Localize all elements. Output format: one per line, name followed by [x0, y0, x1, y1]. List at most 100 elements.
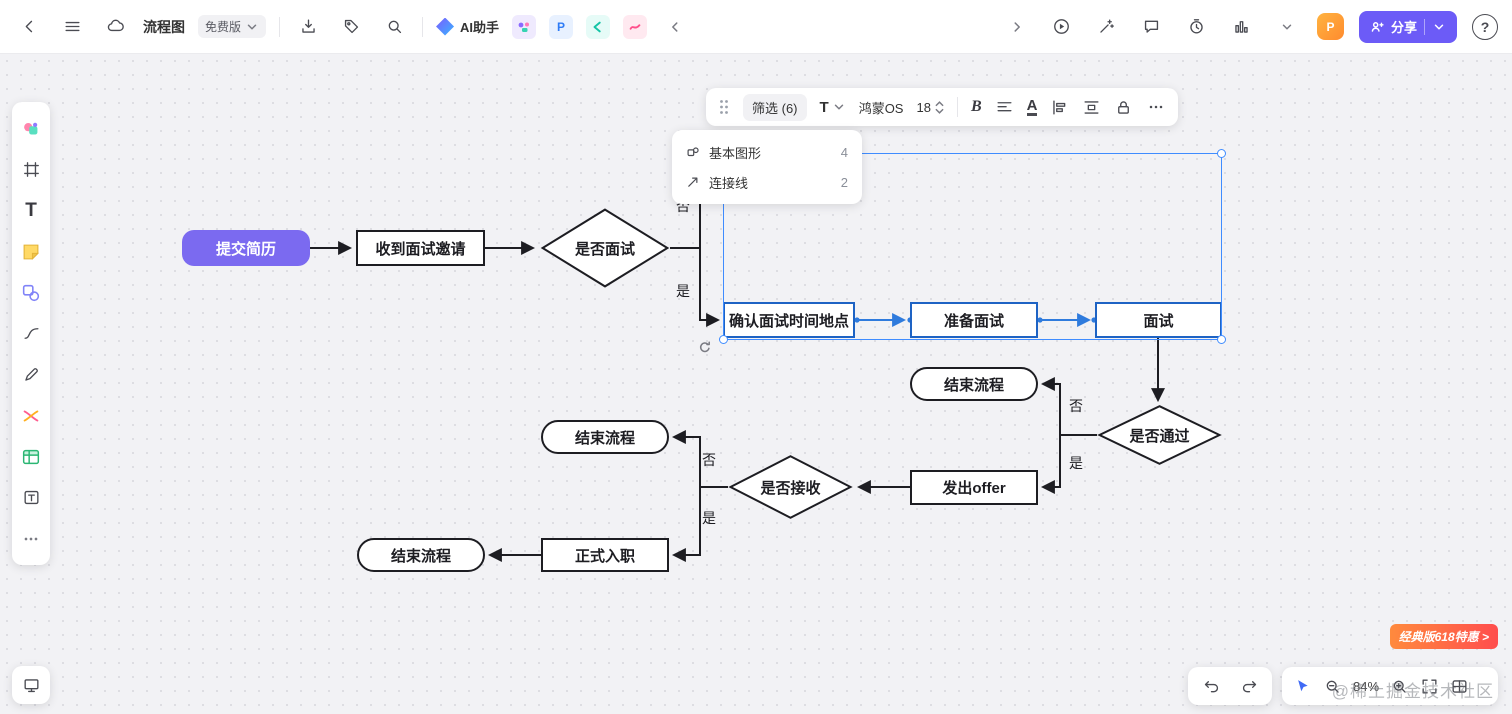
branch-label-yes[interactable]: 是 — [702, 510, 716, 526]
flow-node-invite[interactable]: 收到面试邀请 — [356, 230, 485, 266]
comments-button[interactable] — [1137, 12, 1167, 42]
history-button[interactable] — [1182, 12, 1212, 42]
topbar-right: P 分享 ? — [1002, 10, 1498, 43]
ai-assistant-button[interactable]: AI助手 — [436, 17, 499, 36]
divider — [1424, 18, 1425, 35]
minimap-button[interactable] — [1450, 677, 1469, 696]
node-label: 是否通过 — [1129, 427, 1190, 445]
connector-line-icon — [688, 177, 698, 187]
branch-label-yes[interactable]: 是 — [1069, 455, 1083, 471]
selection-handle-br[interactable] — [1217, 335, 1226, 344]
flow-node-confirm[interactable]: 确认面试时间地点 — [723, 302, 855, 338]
text-align-button[interactable] — [995, 98, 1014, 117]
selection-handle-bl[interactable] — [719, 335, 728, 344]
fit-screen-button[interactable] — [1420, 677, 1439, 696]
plugin-button-4[interactable] — [623, 14, 648, 39]
more-tools-button[interactable] — [1272, 12, 1302, 42]
textbox-tool[interactable] — [14, 477, 48, 518]
share-label: 分享 — [1390, 20, 1417, 35]
zoom-level[interactable]: 84% — [1353, 678, 1380, 694]
table-tool[interactable] — [14, 436, 48, 477]
back-button[interactable] — [14, 12, 44, 42]
filter-option-shapes[interactable]: 基本图形 4 — [678, 137, 856, 167]
more-options-button[interactable] — [1146, 97, 1166, 117]
flow-node-decide-pass[interactable]: 是否通过 — [1097, 405, 1222, 465]
branch-label-no[interactable]: 否 — [1069, 398, 1083, 414]
filter-option-connectors[interactable]: 连接线 2 — [678, 167, 856, 197]
assets-tool[interactable] — [14, 108, 48, 149]
doc-title[interactable]: 流程图 — [143, 18, 185, 35]
stepper-arrows[interactable] — [935, 100, 944, 114]
drag-handle-icon[interactable] — [718, 98, 730, 116]
text-style-dropdown[interactable]: T — [820, 99, 846, 116]
pen-icon — [24, 368, 38, 381]
plugin-button-1[interactable] — [512, 14, 537, 39]
menu-button[interactable] — [57, 12, 87, 42]
frame-tool[interactable] — [14, 149, 48, 190]
flow-node-interview[interactable]: 面试 — [1095, 302, 1222, 338]
flow-node-end-mid[interactable]: 结束流程 — [541, 420, 669, 454]
laser-pointer-icon[interactable] — [1293, 677, 1312, 696]
promo-618-badge[interactable]: 经典版618特惠 > — [1389, 624, 1498, 649]
avatar-initials: P — [1326, 19, 1335, 34]
rotate-handle[interactable] — [698, 340, 712, 359]
flow-node-decide-interview[interactable]: 是否面试 — [540, 208, 670, 288]
shapes-tool[interactable] — [14, 272, 48, 313]
text-tool[interactable]: T — [14, 190, 48, 231]
selection-context-toolbar: 筛选 (6) T 鸿蒙OS 18 B A — [706, 88, 1179, 126]
selection-handle-tr[interactable] — [1217, 149, 1226, 158]
zoom-in-button[interactable] — [1390, 677, 1409, 696]
chevron-down-icon — [1282, 24, 1292, 29]
font-family-select[interactable]: 鸿蒙OS — [858, 100, 904, 116]
branch-label-no[interactable]: 否 — [702, 452, 716, 468]
edge-pass-yes-offer[interactable] — [1040, 435, 1061, 494]
search-button[interactable] — [379, 12, 409, 42]
user-avatar[interactable]: P — [1316, 13, 1344, 40]
flow-node-decide-accept[interactable]: 是否接收 — [728, 455, 853, 519]
collapse-left-button[interactable] — [660, 12, 690, 42]
flow-node-prepare[interactable]: 准备面试 — [910, 302, 1038, 338]
sticky-note-tool[interactable] — [14, 231, 48, 272]
chevron-down-icon — [1434, 24, 1444, 29]
redo-button[interactable] — [1234, 671, 1264, 701]
beautify-button[interactable] — [1092, 12, 1122, 42]
ai-assistant-label: AI助手 — [460, 20, 500, 35]
plugin-button-2[interactable]: P — [549, 14, 574, 39]
help-button[interactable]: ? — [1472, 13, 1498, 40]
flow-node-submit[interactable]: 提交简历 — [182, 230, 310, 266]
overview-button[interactable] — [12, 666, 50, 704]
plugin-button-3[interactable] — [586, 14, 611, 39]
edge-accept-no-end[interactable] — [671, 430, 701, 487]
bold-button[interactable]: B — [970, 98, 982, 115]
flow-node-offer[interactable]: 发出offer — [910, 470, 1038, 505]
import-button[interactable] — [293, 12, 323, 42]
align-objects-button[interactable] — [1050, 98, 1069, 117]
stats-button[interactable] — [1227, 12, 1257, 42]
more-tools[interactable] — [14, 518, 48, 559]
cloud-sync-button[interactable] — [100, 12, 130, 42]
edge-accept-yes-onboard[interactable] — [671, 487, 701, 562]
expand-right-button[interactable] — [1002, 12, 1032, 42]
pen-tool[interactable] — [14, 354, 48, 395]
mindmap-tool[interactable] — [14, 395, 48, 436]
undo-button[interactable] — [1196, 671, 1226, 701]
lock-button[interactable] — [1114, 98, 1133, 117]
flow-node-end-bottom[interactable]: 结束流程 — [357, 538, 485, 572]
plan-badge[interactable]: 免费版 — [198, 15, 267, 38]
zoom-out-button[interactable] — [1323, 677, 1342, 696]
flow-node-onboard[interactable]: 正式入职 — [541, 538, 669, 572]
font-color-button[interactable]: A — [1026, 97, 1038, 116]
distribute-button[interactable] — [1082, 98, 1101, 117]
branch-label-yes[interactable]: 是 — [676, 283, 690, 299]
present-button[interactable] — [1047, 12, 1077, 42]
divider — [956, 97, 958, 117]
filter-selection-button[interactable]: 筛选 (6) — [743, 93, 807, 121]
edge-decide-yes-confirm[interactable] — [699, 248, 721, 327]
redo-icon — [1242, 680, 1256, 692]
tag-button[interactable] — [336, 12, 366, 42]
edge-pass-no-end[interactable] — [1040, 377, 1061, 435]
font-size-stepper[interactable]: 18 — [916, 100, 944, 115]
flow-node-end-top[interactable]: 结束流程 — [910, 367, 1038, 401]
connector-tool[interactable] — [14, 313, 48, 354]
share-button[interactable]: 分享 — [1358, 10, 1457, 43]
